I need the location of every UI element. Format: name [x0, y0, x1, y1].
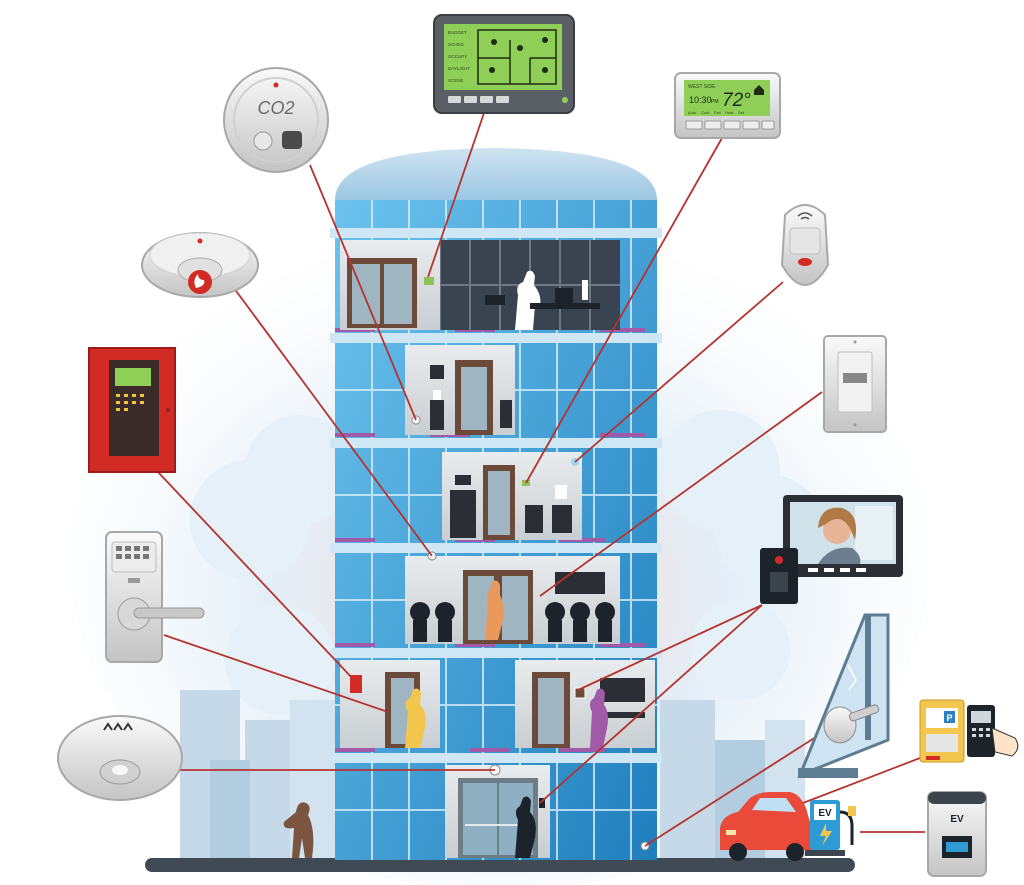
- floor-5-room: [405, 345, 515, 435]
- ground-line: [145, 858, 855, 872]
- video-intercom: [760, 495, 903, 604]
- house-icon: [754, 85, 764, 95]
- smoke-detector: [141, 232, 259, 298]
- parking-payment-terminal: P: [919, 699, 1019, 763]
- thermostat-mode-label: Set: [738, 110, 745, 115]
- fire-alarm-panel: [88, 347, 176, 473]
- building-roof: [335, 148, 657, 200]
- co2-label: CO2: [257, 98, 294, 118]
- thermostat: WEST SIDE 10:30 PM 72° Auto Cool Fan Hea…: [674, 72, 781, 139]
- thermostat-temperature: 72°: [722, 90, 751, 111]
- glass-break-sensor-window: [797, 613, 890, 778]
- thermostat-mode-label: Heat: [725, 110, 734, 115]
- lightning-bolt-icon: [820, 823, 832, 846]
- hand-card-icon: [991, 727, 1019, 757]
- floor-4-room: [442, 452, 582, 540]
- video-window-bg: [855, 506, 893, 560]
- ceiling-occupancy-sensor: [57, 715, 183, 801]
- ev-sign-label: EV: [818, 808, 832, 819]
- floor-6-office: [340, 240, 620, 330]
- speaker-grille-icon: [282, 131, 302, 149]
- keypad-door-lock: [105, 531, 205, 663]
- floor-3-room: [405, 551, 620, 644]
- ev-charger-post: EV: [805, 800, 856, 856]
- panel-row-label: SCHED: [448, 42, 465, 47]
- floor-1-entrance: [445, 764, 650, 858]
- thermostat-time-suffix: PM: [711, 99, 719, 105]
- panel-row-label: SCENE: [448, 78, 464, 83]
- electric-car: [720, 792, 814, 861]
- wifi-icon: [797, 212, 813, 220]
- connector-lines: [157, 112, 925, 847]
- ev-charging-station: EV: [927, 791, 987, 877]
- panel-row-label: OCCUPY: [448, 54, 467, 59]
- occupancy-wall-switch: [823, 335, 887, 433]
- thermostat-mode-label: Cool: [701, 110, 709, 115]
- thermostat-mode-label: Fan: [714, 110, 721, 115]
- thermostat-time: 10:30: [689, 95, 712, 105]
- building: [330, 148, 662, 860]
- parking-label: P: [946, 713, 952, 723]
- floor-bands: [330, 228, 662, 763]
- ev-station-label: EV: [950, 814, 964, 825]
- floor-plan-map: [477, 29, 557, 85]
- panel-row-label: DAYLIGHT: [448, 66, 470, 71]
- background-clouds: [190, 410, 825, 715]
- panel-row-label: BUDGET: [448, 30, 467, 35]
- floor-2-rooms: [340, 660, 655, 748]
- lighting-control-panel: BUDGET SCHED OCCUPY DAYLIGHT SCENE: [433, 14, 575, 114]
- motion-sensor: [780, 204, 830, 286]
- co2-detector: CO2: [223, 67, 329, 173]
- camera-icon: [775, 556, 783, 564]
- thermostat-mode-label: Auto: [688, 110, 697, 115]
- pedestrian-figure: [283, 802, 314, 858]
- people-icon: [103, 722, 133, 731]
- thermostat-header: WEST SIDE: [688, 84, 716, 90]
